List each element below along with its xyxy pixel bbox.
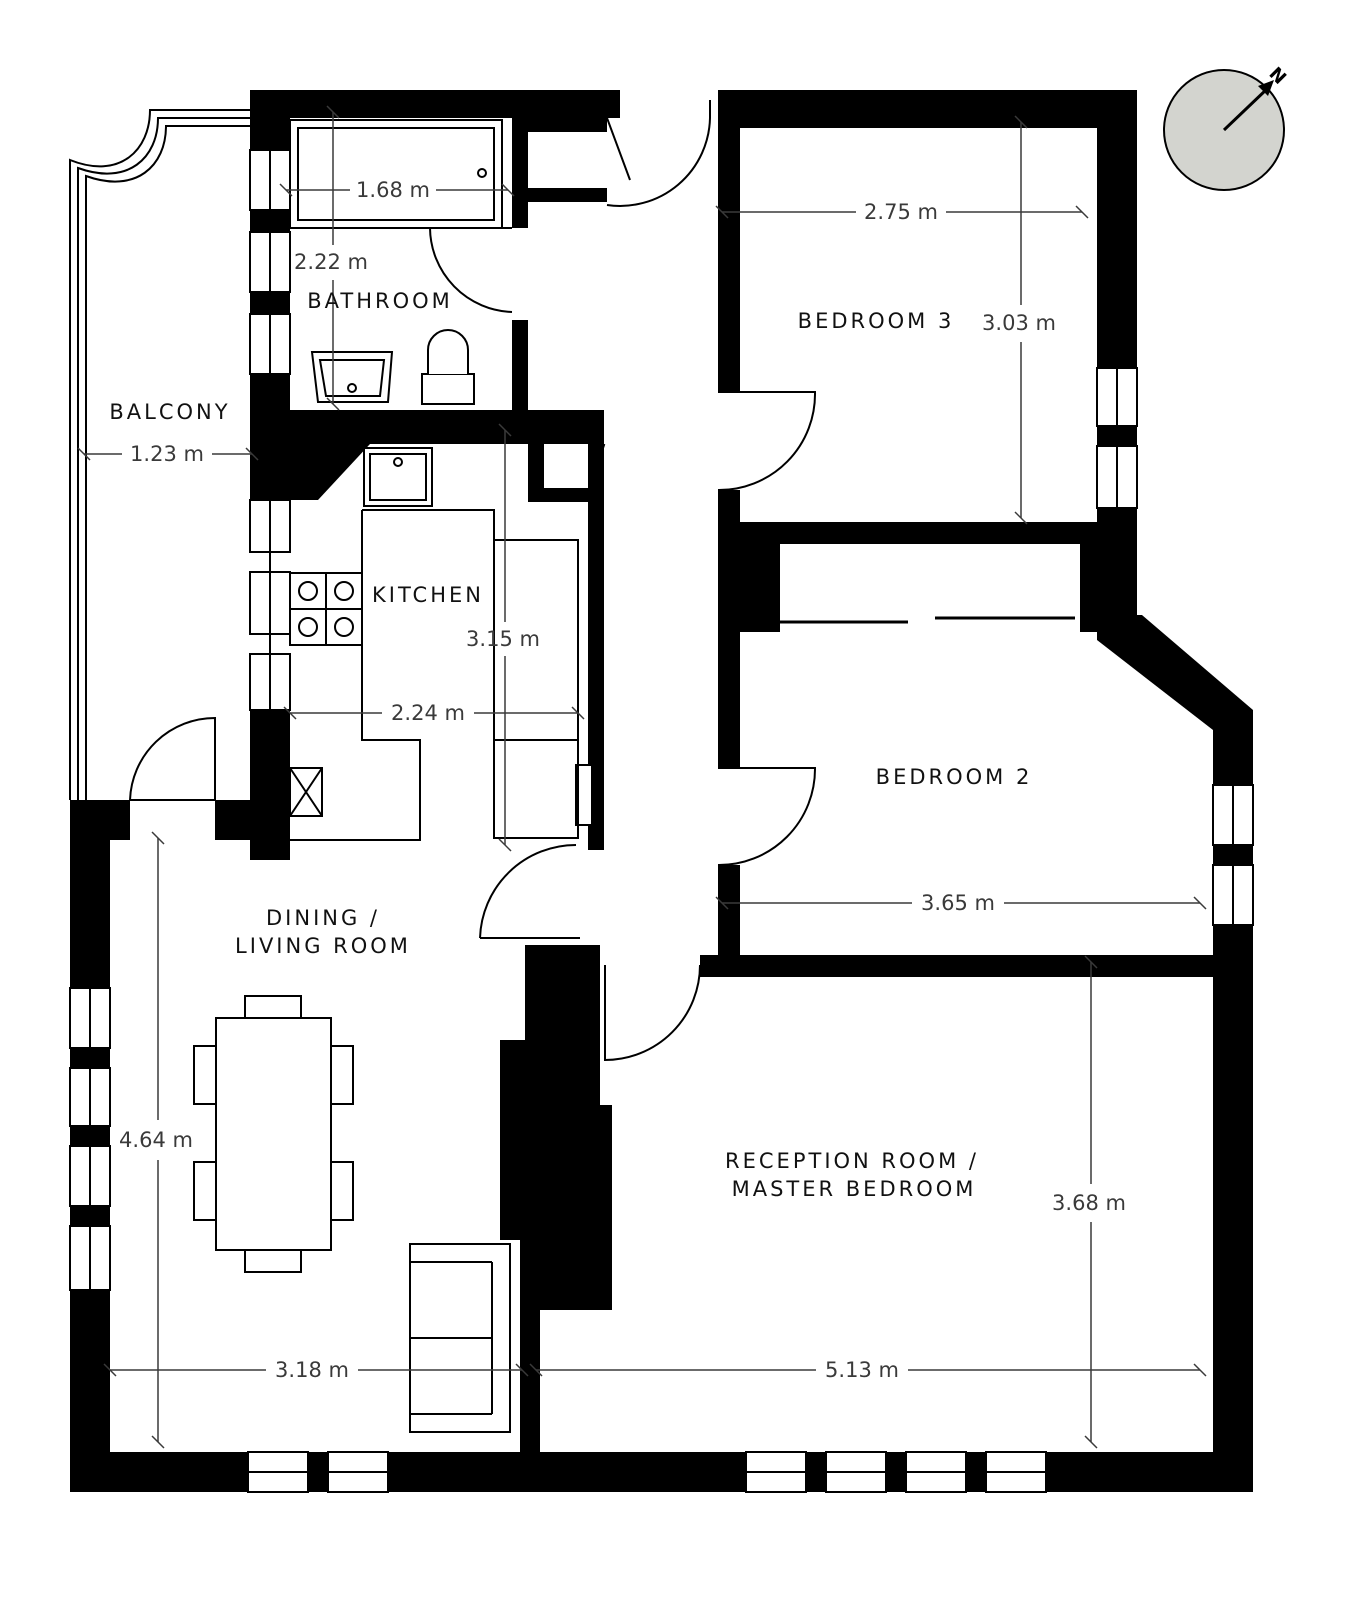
wall-diagonal (1097, 615, 1253, 730)
label-reception-2: MASTER BEDROOM (732, 1177, 977, 1201)
wall-bath-right-b (512, 320, 528, 420)
dimension-labels: 1.68 m 2.22 m 1.23 m 3.15 m 2.24 m 2.75 … (119, 178, 1126, 1382)
wall-chimney-breast (500, 945, 612, 1452)
wall-kitchen-cupboard-b (528, 488, 604, 502)
label-bathroom: BATHROOM (307, 289, 453, 313)
chair-top (244, 995, 302, 1019)
label-reception-1: RECEPTION ROOM / (725, 1149, 979, 1173)
wall-bed3-left (718, 90, 740, 392)
dim-bath-width: 1.68 m (356, 178, 430, 202)
dim-bath-depth: 2.22 m (294, 250, 368, 274)
wall-wardrobe-block-left (718, 522, 780, 632)
wall-dining-top (70, 800, 130, 840)
compass: N (1163, 63, 1290, 191)
dim-balcony-width: 1.23 m (130, 442, 204, 466)
dim-reception-width: 5.13 m (825, 1358, 899, 1382)
dim-reception-depth: 3.68 m (1052, 1191, 1126, 1215)
wall-bed2-left (718, 620, 740, 768)
wall-kitchen-right (588, 410, 604, 850)
dim-kitchen-width: 2.24 m (391, 701, 465, 725)
chair-left-1 (193, 1045, 217, 1105)
windows (69, 149, 1254, 1493)
wall-closet-top (512, 118, 607, 132)
chair-right-2 (330, 1161, 354, 1221)
wall-bed3-bed2 (718, 522, 1098, 544)
compass-arrow (1222, 86, 1270, 132)
wall-kitchen-cupboard (528, 425, 544, 500)
wall-bath-top (250, 90, 620, 118)
chair-left-2 (193, 1161, 217, 1221)
dim-bedroom3-depth: 3.03 m (982, 311, 1056, 335)
room-labels: BATHROOM BALCONY KITCHEN BEDROOM 3 BEDRO… (109, 289, 1033, 1201)
chair-right-1 (330, 1045, 354, 1105)
label-kitchen: KITCHEN (372, 583, 484, 607)
wall-bath-right (512, 118, 528, 228)
dim-kitchen-length: 3.15 m (466, 627, 540, 651)
wall-bed2-left-b (718, 865, 740, 965)
label-balcony: BALCONY (109, 400, 230, 424)
walls (70, 90, 1253, 1492)
toilet (421, 373, 475, 405)
dim-bedroom3-width: 2.75 m (864, 200, 938, 224)
wall-closet-bottom (512, 188, 607, 202)
fixtures (193, 119, 579, 1433)
wall-dining-top-b (215, 800, 290, 840)
dimension-lines (77, 105, 1207, 1449)
doors (129, 100, 1075, 1062)
dim-bedroom2-width: 3.65 m (921, 891, 995, 915)
dining-table (215, 1017, 332, 1251)
kitchen-worktop (362, 509, 579, 839)
wall-bed2-reception (718, 955, 1213, 977)
wall-wardrobe-block-right (1080, 522, 1120, 632)
wall-top-right (718, 90, 1137, 128)
wall-bath-kitchen-corner (250, 444, 370, 500)
chair-bottom (244, 1249, 302, 1273)
label-dining-1: DINING / (266, 906, 380, 930)
balcony-outline (69, 109, 250, 800)
wall-reception-top (700, 955, 720, 977)
label-dining-2: LIVING ROOM (235, 934, 411, 958)
label-bedroom-3: BEDROOM 3 (798, 309, 955, 333)
compass-arrowhead-icon (1258, 80, 1274, 96)
dim-dining-width: 3.18 m (275, 1358, 349, 1382)
dim-dining-depth: 4.64 m (119, 1128, 193, 1152)
label-bedroom-2: BEDROOM 2 (876, 765, 1033, 789)
wall-bath-bottom (250, 410, 600, 444)
